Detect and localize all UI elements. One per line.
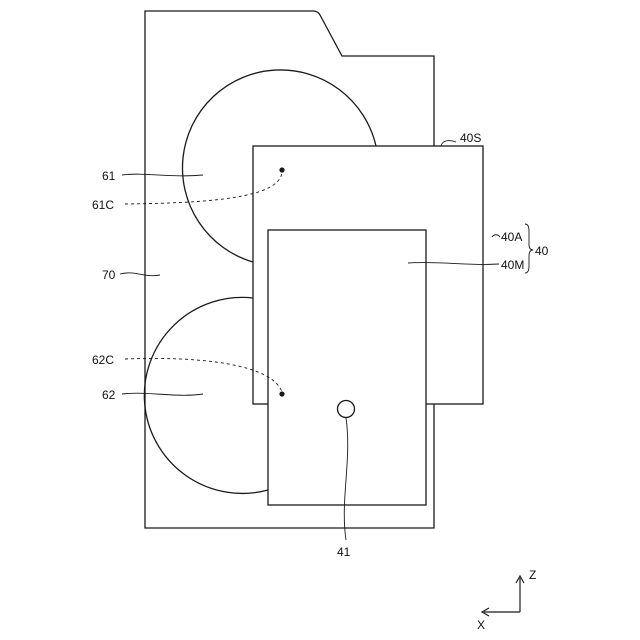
label-70: 70 — [102, 268, 116, 282]
axis-z-label: Z — [529, 568, 536, 582]
label-61c: 61C — [92, 198, 114, 212]
label-40m: 40M — [501, 258, 524, 272]
brace-40 — [525, 224, 533, 273]
axis-x-label: X — [477, 618, 485, 632]
hole-41 — [338, 401, 355, 418]
label-61: 61 — [102, 169, 116, 183]
center-61c-dot — [279, 167, 284, 172]
label-40: 40 — [535, 244, 549, 258]
center-62c-dot — [279, 391, 284, 396]
label-62: 62 — [102, 388, 116, 402]
label-40a: 40A — [501, 230, 522, 244]
leader-40s — [441, 141, 456, 146]
leader-40a — [492, 235, 500, 237]
label-41: 41 — [337, 545, 351, 559]
label-40s: 40S — [460, 131, 481, 145]
label-62c: 62C — [92, 353, 114, 367]
